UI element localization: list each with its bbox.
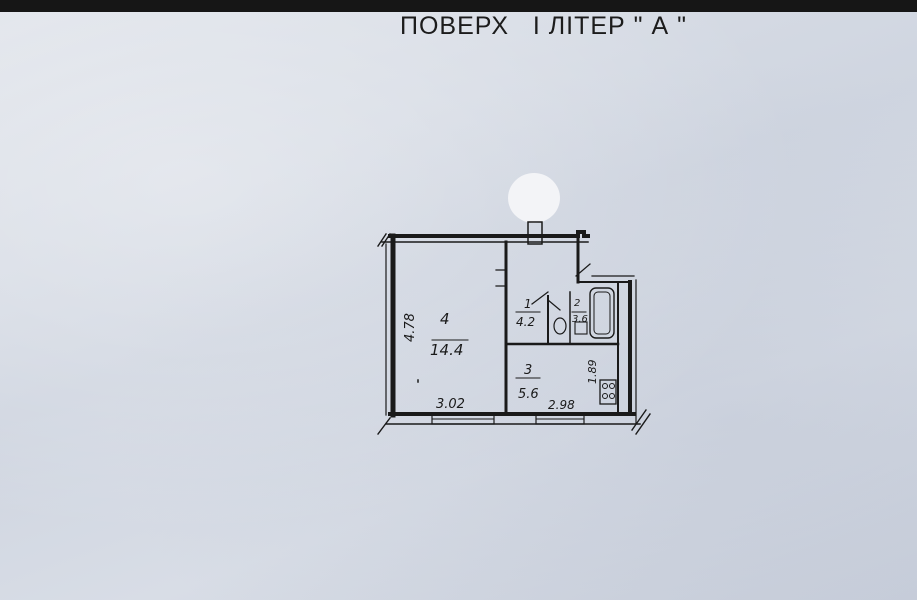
floor-title: ПОВЕРХ І ЛІТЕР " А " <box>400 12 687 40</box>
break-mark-right-top <box>575 263 591 277</box>
dim-kitchen-height: 1.89 <box>586 360 599 385</box>
dim-left-height: 4.78 <box>403 313 418 342</box>
top-wall <box>388 230 590 238</box>
room2-number: 2 <box>574 298 580 309</box>
break-mark-bottom-right <box>631 409 651 435</box>
stamp-circle <box>508 173 560 223</box>
room4-number: 4 <box>440 310 450 328</box>
door-room4 <box>495 269 507 287</box>
top-border <box>0 0 917 12</box>
room3-area: 5.6 <box>518 387 539 402</box>
room4-area: 14.4 <box>430 341 463 359</box>
vent-shaft <box>527 221 543 245</box>
room1-area: 4.2 <box>516 315 535 329</box>
dim-bottom-right-width: 2.98 <box>548 398 575 412</box>
room2-area: 3.6 <box>572 314 588 325</box>
bathtub <box>589 287 615 339</box>
room1-number: 1 <box>524 297 532 311</box>
toilet <box>553 317 567 335</box>
room3-number: 3 <box>524 363 532 378</box>
stove <box>599 379 617 405</box>
dim-bottom-left-width: 3.02 <box>436 397 465 412</box>
door-wc <box>531 291 549 305</box>
door-bath <box>547 299 561 311</box>
break-mark-top-left <box>377 233 391 247</box>
break-mark-bottom-left <box>377 417 391 435</box>
